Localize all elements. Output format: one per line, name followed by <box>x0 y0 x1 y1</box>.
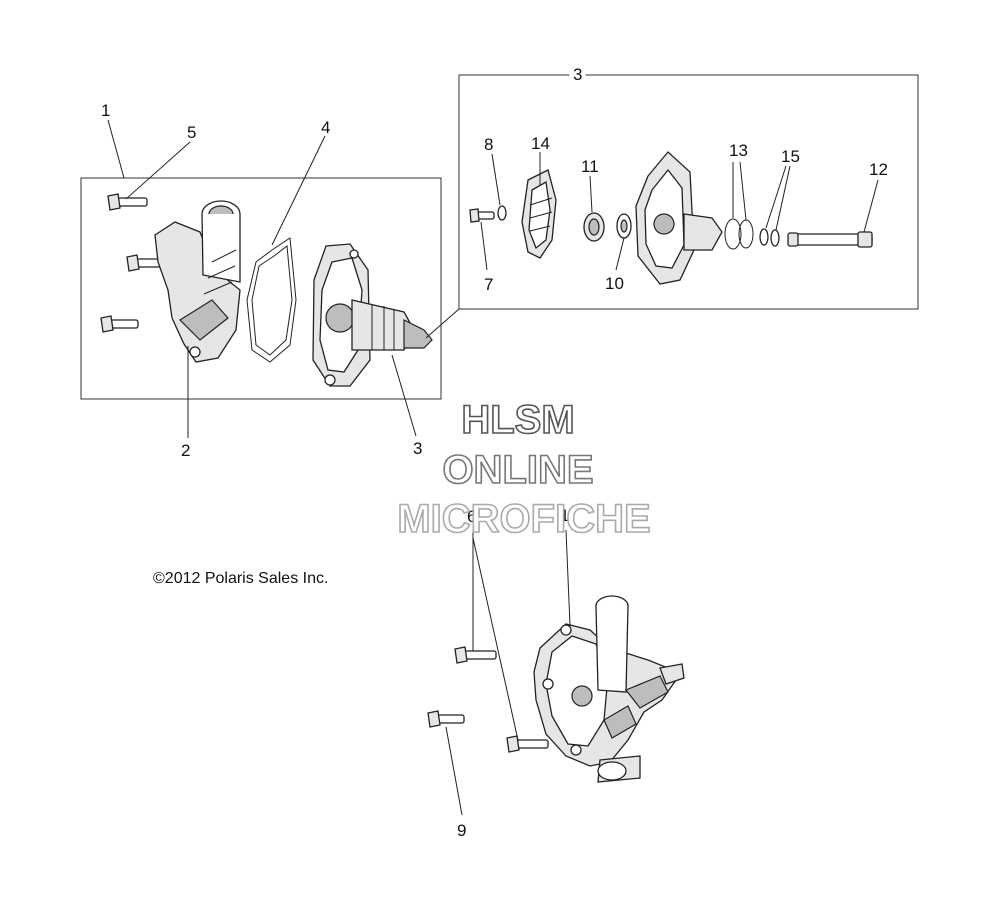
pump-housing-2 <box>154 200 241 363</box>
watermark-line-1: HLSM <box>461 398 574 442</box>
washer-10 <box>616 213 632 239</box>
callout-7: 7 <box>484 275 493 294</box>
gasket-4 <box>246 237 297 363</box>
leader-lines <box>107 119 879 816</box>
copyright-notice: ©2012 Polaris Sales Inc. <box>153 570 328 587</box>
ring-15-b <box>770 229 780 247</box>
pump-cover-3 <box>312 243 433 387</box>
o-ring-13-a <box>724 218 742 250</box>
bolt-5-top <box>107 193 148 211</box>
callout-2: 2 <box>181 441 190 460</box>
bolt-5-bottom <box>100 315 139 333</box>
watermark-line-2: ONLINE <box>442 448 593 492</box>
callout-1-top: 1 <box>101 101 110 120</box>
callout-6: 6 <box>467 507 476 526</box>
callout-15: 15 <box>781 147 800 166</box>
bolt-5-middle <box>126 254 163 272</box>
pump-assembly-1 <box>533 595 685 783</box>
bolt-6-upper <box>454 646 497 664</box>
callout-12: 12 <box>869 160 888 179</box>
callout-9: 9 <box>457 821 466 840</box>
callout-3-shaft: 3 <box>413 439 422 458</box>
impeller-14 <box>521 169 557 259</box>
shaft-12 <box>787 231 873 248</box>
watermark-line-3: MICROFICHE <box>397 497 650 541</box>
callout-14: 14 <box>531 134 550 153</box>
callout-11: 11 <box>581 157 599 176</box>
callout-13: 13 <box>729 141 748 160</box>
callout-3-box: 3 <box>573 65 582 84</box>
watermark: HLSM ONLINE MICROFICHE <box>397 397 652 542</box>
callout-1-bottom: 1 <box>560 506 569 525</box>
callout-8: 8 <box>484 135 493 154</box>
seal-11 <box>583 212 605 242</box>
assembly-3-box <box>458 74 919 310</box>
bolt-9 <box>427 710 465 728</box>
assembly-1-box <box>80 177 442 400</box>
washer-8 <box>497 205 507 221</box>
ring-15-a <box>759 228 769 246</box>
pump-cover-kit-3 <box>635 151 723 285</box>
bolt-7 <box>469 208 495 223</box>
callout-5: 5 <box>187 123 196 142</box>
bolt-6-lower <box>506 735 549 753</box>
callout-10: 10 <box>605 274 624 293</box>
callout-4: 4 <box>321 118 330 137</box>
